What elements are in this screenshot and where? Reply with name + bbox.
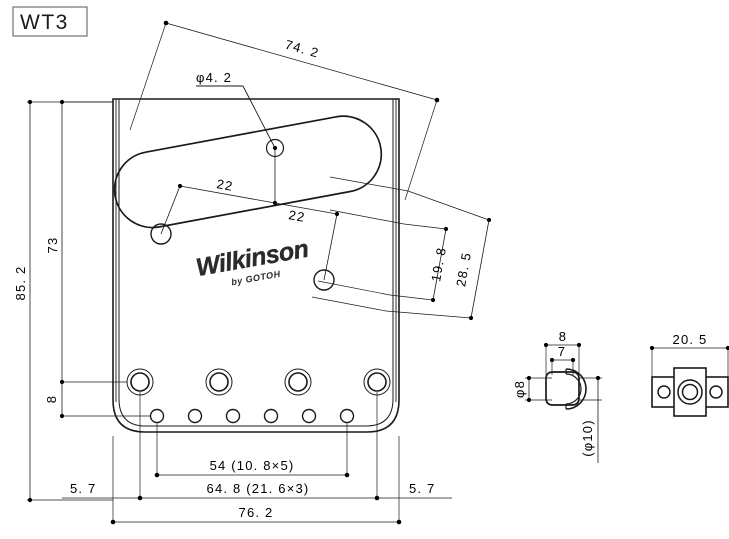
dim-8-label: 8 [44, 395, 59, 403]
dim-285-line [470, 219, 490, 319]
title-block: WT3 [12, 6, 88, 37]
front-center-circle-inner [681, 383, 699, 401]
pickup-route-slot [113, 115, 383, 229]
mounting-hole-3 [284, 368, 312, 396]
title-label: WT3 [20, 11, 69, 34]
string-hole-5 [301, 408, 317, 424]
side-phi10-tick [595, 375, 601, 381]
dim-285-connect-b [385, 310, 472, 319]
phi42-leader-arm [242, 85, 276, 149]
side-dim7-label: 7 [558, 344, 566, 359]
dim-string-spacing: 54 (10. 8×5) [154, 423, 350, 478]
pickup-screw-holes [150, 223, 335, 291]
side-phi8-label: φ8 [512, 380, 527, 398]
front-left-hole [657, 385, 671, 399]
phi-4-2-label: φ4. 2 [196, 70, 232, 85]
string-holes [149, 408, 355, 424]
dim-54-label: 54 (10. 8×5) [210, 458, 295, 473]
plate-outer-edge [112, 98, 400, 433]
string-hole-6 [339, 408, 355, 424]
dim-648-label: 64. 8 (21. 6×3) [207, 481, 310, 496]
dim-offset-198: 19. 8 [317, 209, 449, 303]
dim-bottom-offset: 8 [44, 382, 150, 419]
dim-198-label: 19. 8 [428, 246, 449, 283]
dim-edge-offsets: 5. 7 5. 7 [62, 481, 452, 499]
span-right-label: 22 [287, 207, 306, 225]
span-right-dimline [274, 202, 338, 215]
saddle-side-view: 8 7 φ8 (φ10) [512, 329, 602, 463]
side-phi10-label: (φ10) [580, 419, 595, 457]
dim-742-tick-right [434, 97, 440, 103]
front-dim205-tick-left [649, 345, 655, 351]
span-left-tick-a [177, 183, 183, 189]
dim-852-label: 85. 2 [13, 266, 28, 301]
dim-54-tick-left [154, 472, 160, 478]
side-phi8-tick-bottom [526, 397, 532, 403]
string-hole-2 [187, 408, 203, 424]
dim-285-label: 28. 5 [453, 251, 474, 288]
pickup-span-dim-right: 22 [274, 202, 340, 281]
dim-285-connect-a [407, 190, 490, 221]
dim-762-tick-right [396, 519, 402, 525]
side-dim7-tick-left [549, 357, 555, 363]
dim-57-right-label: 5. 7 [409, 481, 435, 496]
phi-4-2-leader [196, 85, 276, 149]
front-dim205-label: 20. 5 [673, 332, 708, 347]
front-center-circle-outer [677, 379, 703, 405]
string-hole-3 [225, 408, 241, 424]
side-dim7-tick-right [570, 357, 576, 363]
span-left-dimline [179, 185, 276, 204]
span-left-label: 22 [215, 176, 234, 194]
string-hole-1 [149, 408, 165, 424]
saddle-crescent-inner [565, 373, 582, 405]
pickup-screw-hole-left [150, 223, 172, 245]
dim-198-connect-b [389, 294, 434, 301]
dim-54-tick-right [344, 472, 350, 478]
dim-198-ext-bottom [317, 280, 391, 296]
plate-inner-edge [118, 99, 394, 427]
mounting-hole-2 [205, 368, 233, 396]
saddle-body-outline [545, 371, 580, 406]
dim-852-tick-bottom [27, 497, 33, 503]
dim-57-left-label: 5. 7 [70, 481, 96, 496]
dim-742-line [165, 22, 438, 101]
pickup-screw-hole-right [313, 269, 335, 291]
dim-742-tick-left [163, 20, 169, 26]
front-dim205-tick-right [725, 345, 729, 351]
saddle-front-view: 20. 5 [649, 332, 729, 417]
dim-73-tick-top [59, 99, 65, 105]
dim-overall-width: 76. 2 [110, 436, 402, 525]
dim-742-ext-right [404, 99, 438, 201]
span-right-tick [334, 211, 340, 217]
span-right-ext [323, 213, 338, 281]
dim-742-ext-left [129, 22, 167, 131]
dim-762-label: 76. 2 [239, 505, 274, 520]
side-dim8-tick-right [576, 342, 582, 348]
pickup-span-dim-left: 22 [160, 148, 278, 235]
dim-8-tick [59, 413, 65, 419]
front-center-block [673, 367, 707, 417]
side-phi8-tick-top [526, 375, 532, 381]
dim-285-ext-top [329, 176, 409, 192]
base-plate-outline [112, 98, 400, 433]
front-right-hole [709, 385, 723, 399]
dim-198-ext-top [329, 209, 405, 225]
side-dim8-tick-left [543, 342, 549, 348]
span-left-ext [160, 185, 181, 235]
dim-screw-spacing: 64. 8 (21. 6×3) [137, 392, 380, 501]
title-box-border [12, 6, 88, 37]
saddle-crescent-outer [565, 368, 587, 410]
dim-762-tick-left [110, 519, 116, 525]
side-dim8-label: 8 [559, 329, 567, 344]
dim-285-ext-bottom [311, 296, 387, 312]
pickup-slot-path [113, 115, 383, 229]
dim-73-label: 73 [45, 237, 60, 254]
string-hole-4 [263, 408, 279, 424]
dim-198-connect-a [403, 223, 447, 230]
dim-852-tick-top [27, 99, 33, 105]
dim-198-line [432, 228, 447, 301]
dim-offset-285: 28. 5 [311, 176, 492, 321]
